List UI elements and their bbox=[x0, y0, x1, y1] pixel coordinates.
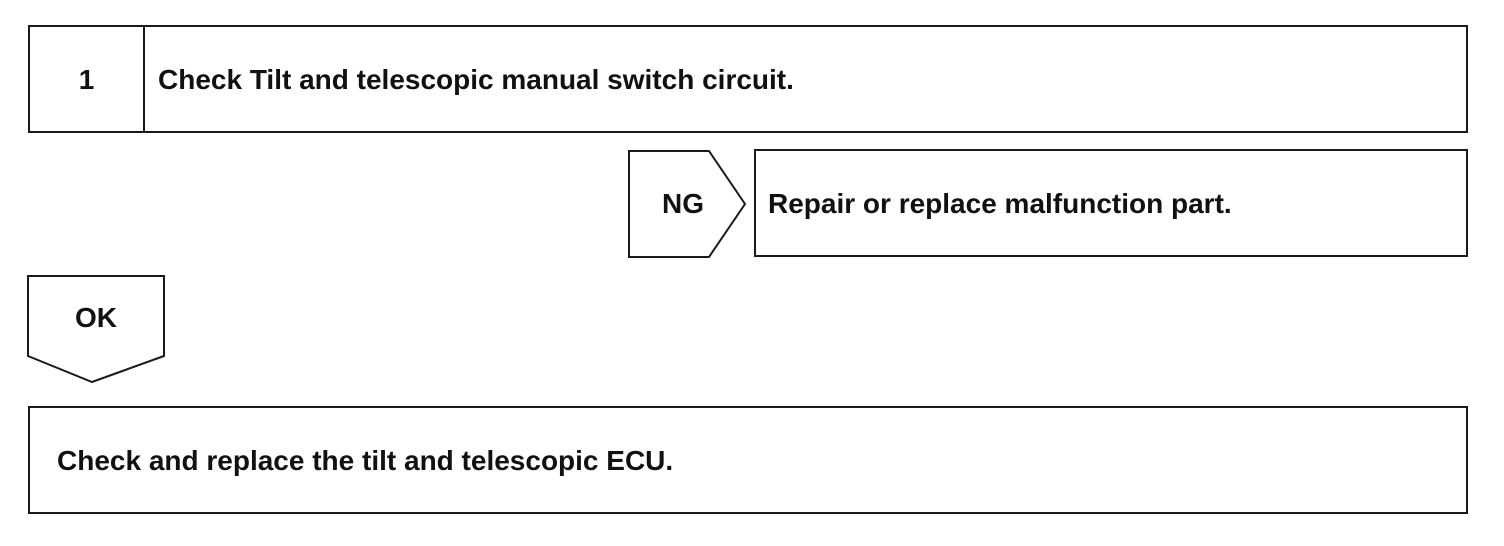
ng-arrow-shape bbox=[628, 150, 747, 258]
step-box bbox=[28, 25, 1468, 133]
ng-label: NG bbox=[662, 188, 704, 219]
final-step-text: Check and replace the tilt and telescopi… bbox=[57, 445, 674, 476]
step-title: Check Tilt and telescopic manual switch … bbox=[158, 64, 794, 95]
final-step-box bbox=[28, 406, 1468, 514]
step-divider bbox=[143, 25, 145, 133]
ng-result-box bbox=[754, 149, 1468, 257]
ok-arrow-shape bbox=[27, 275, 165, 384]
ng-result-text: Repair or replace malfunction part. bbox=[768, 188, 1232, 219]
ok-label: OK bbox=[75, 302, 117, 333]
step-number: 1 bbox=[78, 64, 95, 95]
